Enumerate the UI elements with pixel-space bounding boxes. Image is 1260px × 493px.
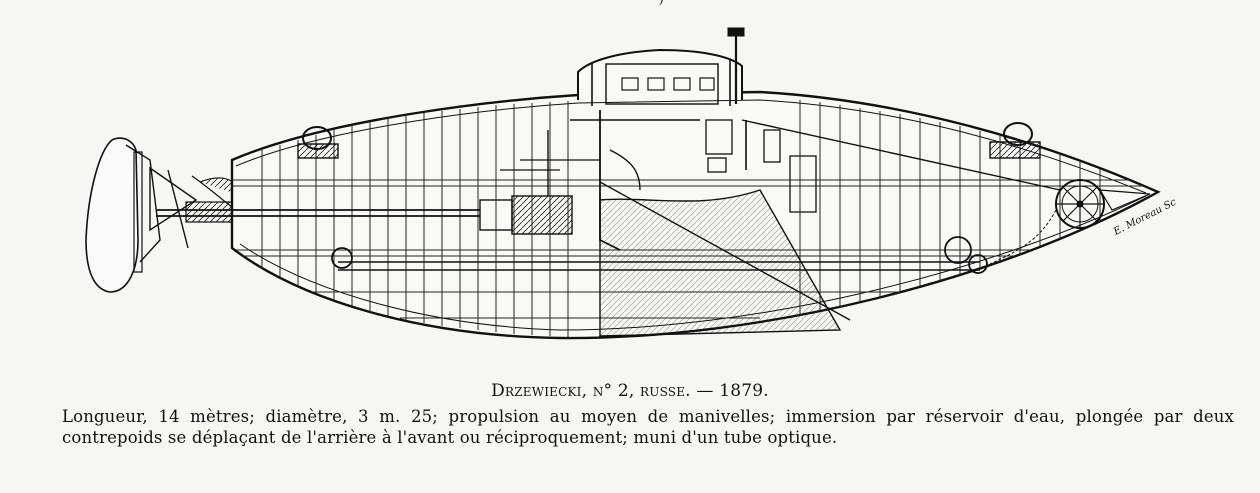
- conning-tower: [577, 27, 745, 106]
- stern-lifting-ring: [297, 126, 339, 159]
- figure-caption: Drzewiecki, n° 2, russe. — 1879.: [0, 381, 1260, 401]
- propeller-shaft: [156, 209, 480, 217]
- figure-description: Longueur, 14 mètres; diamètre, 3 m. 25; …: [62, 407, 1234, 447]
- control-levers: [705, 119, 1061, 213]
- submarine-cross-section-drawing: [85, 27, 1161, 340]
- propeller-assembly: [149, 166, 243, 249]
- bow-wheel: [989, 179, 1151, 265]
- caption-title: Drzewiecki, n° 2, russe. — 1879.: [491, 381, 769, 401]
- bow-lifting-ring: [989, 122, 1041, 159]
- cropped-top-text: — ) —— ——: [640, 0, 729, 7]
- water-reservoir: [599, 189, 842, 337]
- crank-machinery: [479, 110, 700, 251]
- rudder: [85, 137, 161, 293]
